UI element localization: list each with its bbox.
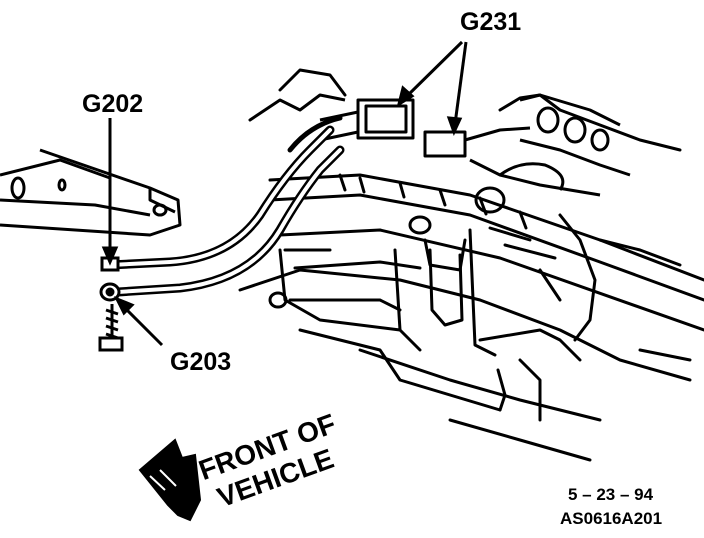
front-direction-arrow-icon <box>138 438 202 522</box>
ground-bolt-icon <box>98 304 124 352</box>
connector-assembly <box>299 93 631 235</box>
figure-code: AS0616A201 <box>560 509 662 528</box>
label-g203: G203 <box>170 348 231 376</box>
label-g202: G202 <box>82 90 143 118</box>
engine-structure <box>238 68 704 462</box>
frame-bracket <box>0 148 182 237</box>
front-of-vehicle-label: FRONT OF VEHICLE <box>195 408 340 513</box>
figure-date: 5 – 23 – 94 <box>568 485 654 504</box>
ground-g203-terminal <box>99 282 121 302</box>
leader-lines <box>101 40 468 347</box>
ground-harness <box>105 115 345 297</box>
label-g231: G231 <box>460 8 521 36</box>
